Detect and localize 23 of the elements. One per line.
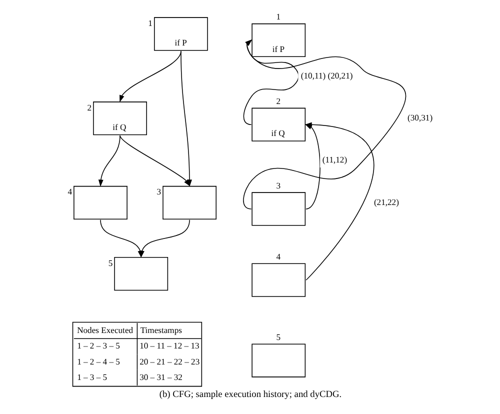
label: 1 – 2 – 3 – 5 — [76, 340, 120, 351]
label: 20 – 21 – 22 – 23 — [139, 356, 200, 366]
node-label: 1 — [276, 12, 280, 22]
label: 10 – 11 – 12 – 13 — [139, 340, 199, 351]
edge-label: (30,31) — [407, 112, 432, 123]
label: 1 – 3 – 5 — [76, 372, 107, 382]
node-label: 3 — [156, 186, 161, 197]
node-label: 5 — [108, 258, 112, 268]
caption: (b) CFG; sample execution history; and dyCDG. — [158, 390, 342, 400]
node-label: 4 — [276, 252, 280, 262]
node-label: 2 — [86, 102, 92, 112]
label: 30 – 31 – 32 — [139, 372, 182, 382]
node-label: 1 — [148, 18, 152, 28]
node-label: 5 — [276, 332, 280, 342]
label: 1 – 2 – 4 – 5 — [76, 356, 120, 366]
edge-label: (21,22) — [373, 196, 398, 207]
node-label: 3 — [276, 180, 280, 190]
label: Timestamps — [140, 325, 182, 336]
label: Nodes Executed — [76, 325, 133, 336]
edge-label: (10,11) (20,21) — [300, 70, 352, 80]
node-label: 2 — [276, 96, 280, 106]
node-label: 4 — [67, 186, 72, 197]
edge-label: (11,12) — [322, 154, 347, 165]
